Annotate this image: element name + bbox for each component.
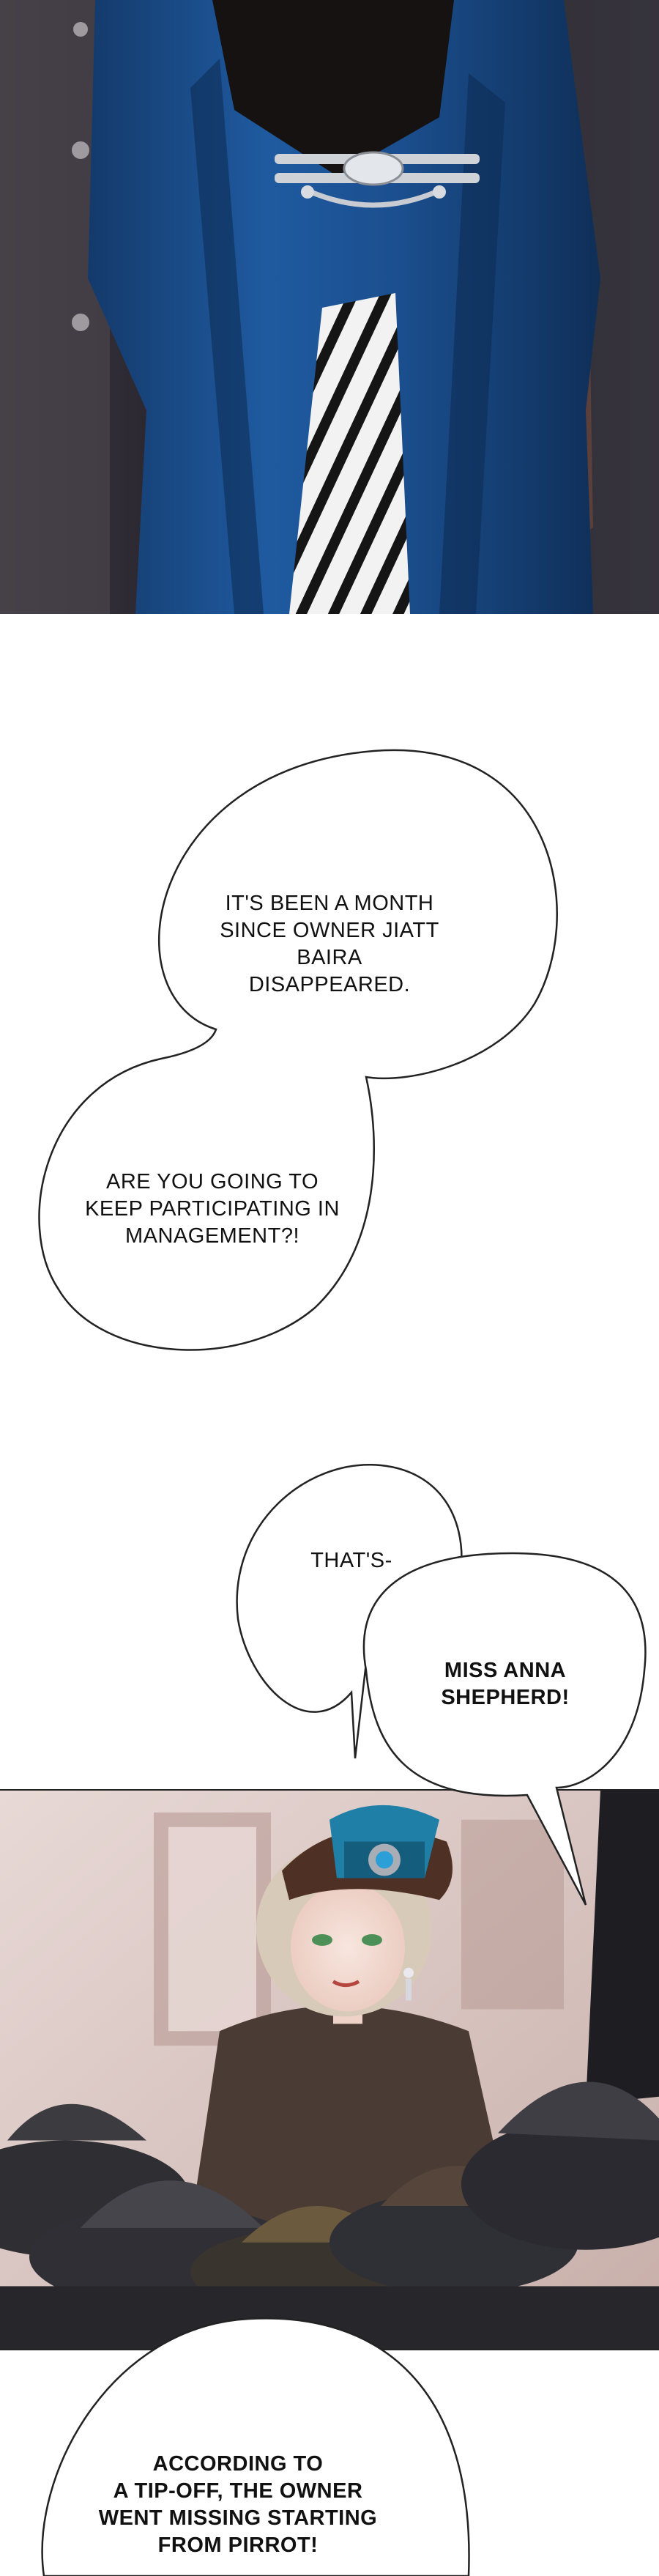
speech-bubble-month <box>38 749 558 1351</box>
speech-text-thats: THAT'S- <box>310 1549 392 1572</box>
crowd-panel <box>0 1789 659 2350</box>
speech-bubble-thats <box>236 1463 463 1759</box>
coat-illustration <box>0 0 659 614</box>
crowd-illustration <box>0 1791 659 2349</box>
speech-text-anna: MISS ANNA SHEPHERD! <box>441 1659 570 1709</box>
rivet-icon <box>72 141 89 159</box>
rivet-icon <box>73 22 88 37</box>
speech-text-month: IT'S BEEN A MONTH SINCE OWNER JIATT BAIR… <box>220 892 439 996</box>
rivet-icon <box>72 314 89 331</box>
coat-panel <box>0 0 659 614</box>
speech-text-participating: ARE YOU GOING TO KEEP PARTICIPATING IN M… <box>85 1170 340 1248</box>
speech-text-tipoff: ACCORDING TO A TIP-OFF, THE OWNER WENT M… <box>98 2452 378 2557</box>
